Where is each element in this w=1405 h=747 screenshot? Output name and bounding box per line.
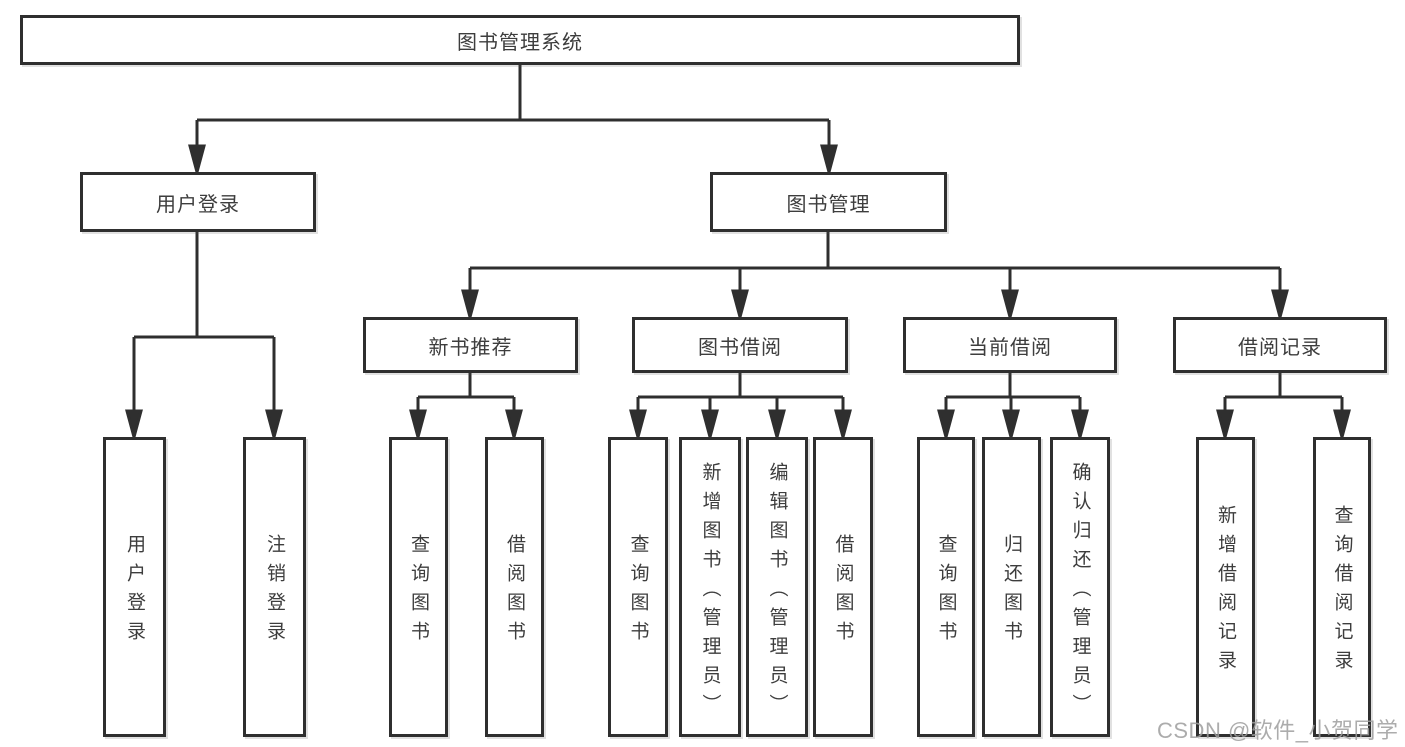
node-current-borrowing: 当前借阅 xyxy=(903,317,1117,373)
node-library-management-system-label: 图书管理系统 xyxy=(457,31,583,54)
node-borrowing-records: 借阅记录 xyxy=(1173,317,1387,373)
leaf-add-borrow-record-label: 新增借阅记录 xyxy=(1215,505,1236,679)
leaf-edit-books-admin-label: 编辑图书（管理员） xyxy=(766,461,788,723)
node-new-book-recommend-label: 新书推荐 xyxy=(428,336,513,359)
leaf-query-borrow-record: 查询借阅记录 xyxy=(1313,437,1371,737)
node-current-borrowing-label: 当前借阅 xyxy=(968,336,1052,359)
leaf-confirm-return-admin: 确认归还（管理员） xyxy=(1050,437,1110,737)
node-user-login: 用户登录 xyxy=(80,172,316,232)
leaf-current-query-books-label: 查询图书 xyxy=(935,534,957,650)
leaf-logout: 注销登录 xyxy=(243,437,306,737)
leaf-add-borrow-record: 新增借阅记录 xyxy=(1196,437,1255,737)
leaf-return-books: 归还图书 xyxy=(982,437,1041,737)
leaf-borrow-books: 借阅图书 xyxy=(813,437,873,737)
leaf-query-borrow-record-label: 查询借阅记录 xyxy=(1331,505,1353,679)
node-user-login-label: 用户登录 xyxy=(156,193,240,216)
leaf-recommend-query-books: 查询图书 xyxy=(389,437,448,737)
leaf-edit-books-admin: 编辑图书（管理员） xyxy=(746,437,808,737)
node-book-management-label: 图书管理 xyxy=(786,193,871,216)
leaf-user-login-label: 用户登录 xyxy=(124,534,145,650)
node-book-management: 图书管理 xyxy=(710,172,947,232)
csdn-watermark: CSDN @软件_小贺同学 xyxy=(1157,718,1399,743)
leaf-confirm-return-admin-label: 确认归还（管理员） xyxy=(1069,461,1091,723)
leaf-logout-label: 注销登录 xyxy=(264,534,285,650)
leaf-return-books-label: 归还图书 xyxy=(1001,534,1022,650)
leaf-borrow-books-label: 借阅图书 xyxy=(832,534,854,650)
leaf-user-login: 用户登录 xyxy=(103,437,166,737)
node-library-management-system: 图书管理系统 xyxy=(20,15,1020,65)
node-book-borrowing: 图书借阅 xyxy=(632,317,848,373)
leaf-borrowing-query-books: 查询图书 xyxy=(608,437,668,737)
node-borrowing-records-label: 借阅记录 xyxy=(1238,336,1322,359)
node-book-borrowing-label: 图书借阅 xyxy=(698,336,782,359)
leaf-add-books-admin: 新增图书（管理员） xyxy=(679,437,741,737)
node-new-book-recommend: 新书推荐 xyxy=(363,317,578,373)
leaf-current-query-books: 查询图书 xyxy=(917,437,975,737)
leaf-recommend-borrow-books: 借阅图书 xyxy=(485,437,544,737)
leaf-borrowing-query-books-label: 查询图书 xyxy=(627,534,649,650)
leaf-recommend-borrow-books-label: 借阅图书 xyxy=(504,534,525,650)
leaf-recommend-query-books-label: 查询图书 xyxy=(408,534,429,650)
leaf-add-books-admin-label: 新增图书（管理员） xyxy=(699,461,721,723)
